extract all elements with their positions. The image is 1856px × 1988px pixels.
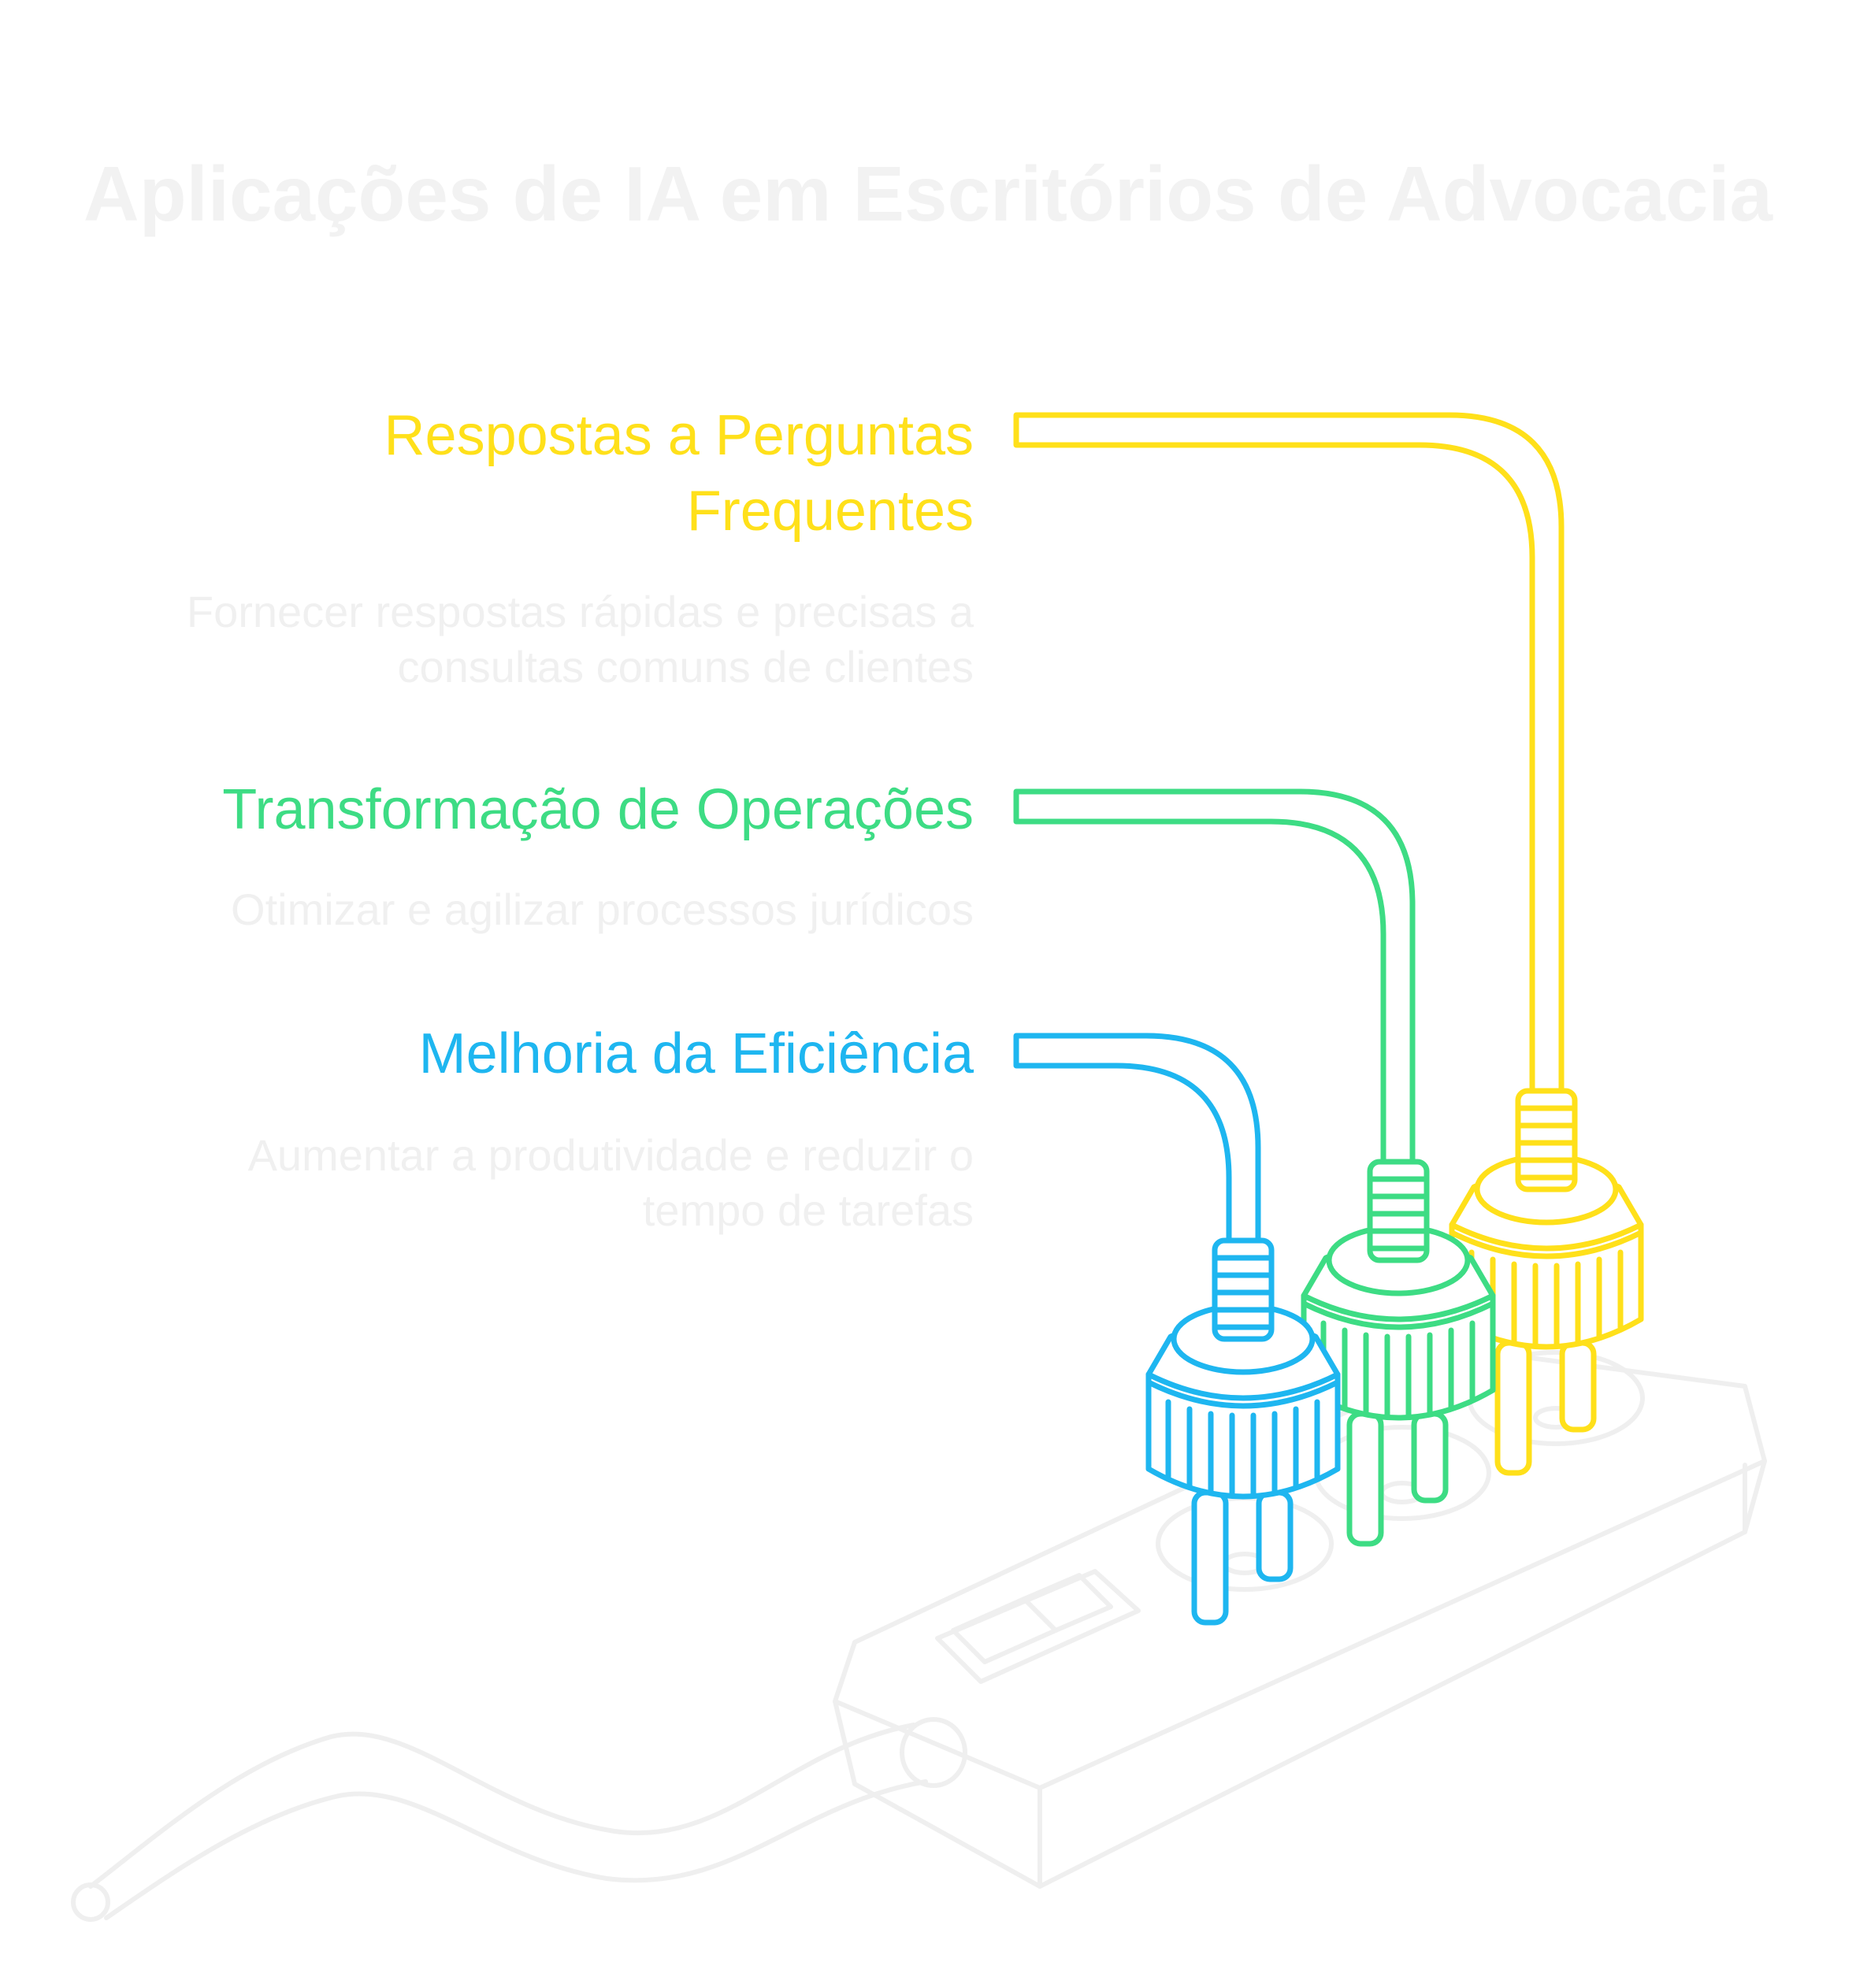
item-1-description: Fornecer respostas rápidas e precisas a … bbox=[187, 584, 974, 695]
item-3-label-line-1: Melhoria da Eficiência bbox=[418, 1022, 974, 1085]
item-3-description: Aumentar a produtividade e reduzir o tem… bbox=[248, 1128, 974, 1238]
item-3-description-line-1: Aumentar a produtividade e reduzir o bbox=[247, 1130, 974, 1180]
item-1-description-line-2: consultas comuns de clientes bbox=[397, 642, 974, 692]
item-3-label: Melhoria da Eficiência bbox=[419, 1016, 974, 1092]
item-1-label-line-2: Frequentes bbox=[686, 480, 974, 543]
cable-blue bbox=[1013, 1033, 1261, 1244]
item-2-label: Transformação de Operações bbox=[222, 772, 974, 847]
item-2-label-line-1: Transformação de Operações bbox=[222, 778, 974, 841]
page-title: Aplicações de IA em Escritórios de Advoc… bbox=[83, 150, 1773, 237]
cable-yellow bbox=[1013, 412, 1565, 1094]
item-2-description-line-1: Otimizar e agilizar processos jurídicos bbox=[231, 885, 974, 934]
item-1-description-line-1: Fornecer respostas rápidas e precisas a bbox=[186, 587, 974, 636]
item-2-description: Otimizar e agilizar processos jurídicos bbox=[231, 882, 974, 937]
item-1-label: Respostas a Perguntas Frequentes bbox=[384, 398, 974, 549]
item-3-description-line-2: tempo de tarefas bbox=[642, 1185, 974, 1235]
item-1-label-line-1: Respostas a Perguntas bbox=[384, 404, 974, 467]
